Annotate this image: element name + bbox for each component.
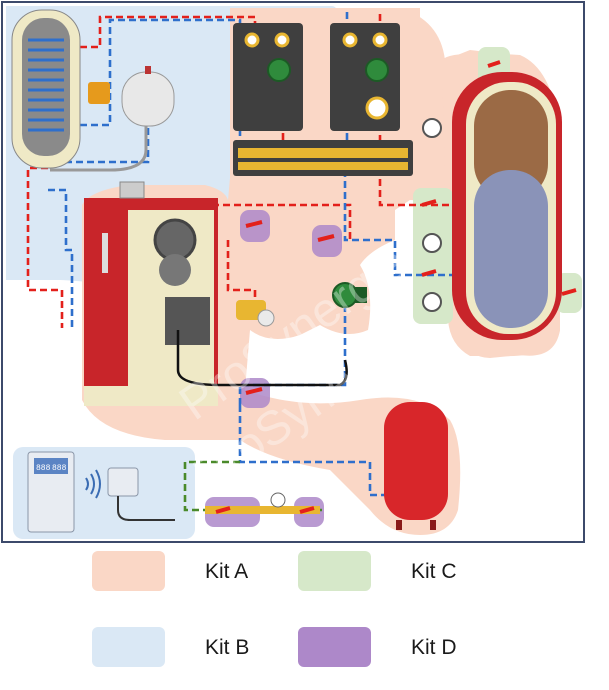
thermostat-box <box>88 82 110 104</box>
circulation-pump <box>332 282 367 308</box>
hot-pipe-collector <box>378 14 470 207</box>
legend-swatch-kit-d <box>298 627 371 667</box>
return-pipe-loop <box>183 460 240 512</box>
flex-hose <box>50 126 148 172</box>
cold-pipe-left <box>48 188 74 328</box>
wireless-signal-icon <box>85 469 101 499</box>
sensor-cable <box>176 330 348 387</box>
hot-pipe-left-loop <box>26 166 64 328</box>
legend-label-kit-c: Kit C <box>411 560 457 583</box>
sensor-module <box>107 467 175 521</box>
legend-swatch-kit-b <box>92 627 165 667</box>
hot-pipe-boiler-down <box>226 240 257 305</box>
legend-label-kit-d: Kit D <box>411 636 457 659</box>
three-way-valve <box>236 300 275 327</box>
legend-swatch-kit-a <box>92 551 165 591</box>
valves <box>215 60 577 514</box>
buffer-tank <box>452 72 562 340</box>
controller-unit: 888 888 <box>27 451 75 533</box>
manifold <box>233 140 413 176</box>
heating-installation-diagram: 888 888 ProSynergie ProSynergie <box>1 1 585 543</box>
cold-pipe-expansion <box>238 405 390 497</box>
tank-gauges <box>422 118 442 312</box>
kit-d-zone-2 <box>312 225 342 257</box>
filling-assembly <box>205 492 320 514</box>
controller-display-left: 888 <box>36 464 51 473</box>
kit-d-zone-1 <box>240 210 270 242</box>
kit-c-zone-gauges <box>413 188 453 324</box>
legend-swatch-kit-c <box>298 551 371 591</box>
legend-label-kit-a: Kit A <box>205 560 249 583</box>
pump-group-right <box>330 23 400 131</box>
expansion-vessel-small <box>121 66 175 127</box>
hot-pipe-boiler-out <box>208 203 352 240</box>
cold-pipe-collector-down <box>343 170 470 277</box>
legend-label-kit-b: Kit B <box>205 636 250 659</box>
water-heater <box>11 9 81 169</box>
boiler <box>84 181 218 406</box>
pump-group-left <box>233 23 303 131</box>
expansion-vessel-large <box>384 402 448 530</box>
controller-display-right: 888 <box>52 464 67 473</box>
